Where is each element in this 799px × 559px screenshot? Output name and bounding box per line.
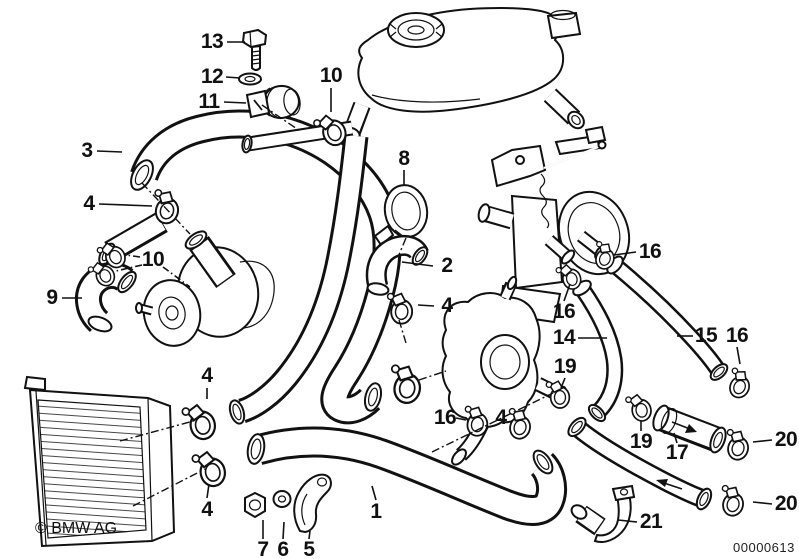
bracket-21 [570, 484, 636, 543]
holder-11 [245, 84, 301, 120]
washer-12 [238, 72, 262, 86]
hose-clamp [385, 362, 425, 407]
leader-line [617, 519, 638, 523]
leader-line [282, 521, 285, 540]
leader-line [206, 483, 210, 499]
filler-cap [387, 12, 445, 48]
hose-clamp [715, 483, 748, 519]
tank-to-radiator-hose [228, 134, 369, 425]
leader-line [560, 377, 566, 389]
tank-fitting [546, 9, 582, 40]
heater-hose-15 [606, 255, 729, 381]
leader-lines [62, 41, 773, 540]
leader-line [673, 432, 678, 444]
bolt-13 [241, 28, 268, 71]
thermostat-housing [441, 275, 567, 466]
hose-clamp [190, 448, 229, 491]
washer-6 [272, 490, 292, 508]
leader-line [563, 283, 571, 302]
leader-line [225, 76, 241, 79]
bracket-5 [293, 473, 332, 534]
leader-line [417, 304, 435, 307]
elbow-hose-9 [75, 261, 137, 333]
flow-arrow [656, 479, 683, 490]
tank-outlet-right [543, 88, 585, 130]
leader-line [736, 346, 741, 365]
leader-line [115, 264, 143, 272]
hose-clamp [721, 365, 756, 402]
leader-line [98, 203, 153, 207]
radiator [23, 375, 176, 548]
leader-line [752, 439, 773, 443]
leader-line [96, 150, 123, 153]
leader-line [752, 501, 773, 505]
diagram-number: 00000613 [733, 540, 795, 555]
leader-line [308, 530, 311, 540]
hose-clamp [624, 391, 654, 425]
heater-hose-14 [572, 279, 624, 423]
leader-line [223, 101, 247, 104]
leader-line [455, 417, 467, 421]
copyright-text: © BMW AG [35, 520, 118, 537]
leader-line [613, 251, 637, 256]
lower-radiator-hose-1 [246, 426, 568, 526]
leader-line [162, 266, 191, 288]
expansion-tank [341, 7, 585, 142]
heater-stub [544, 235, 576, 265]
nut-7 [244, 491, 266, 519]
flow-arrow [671, 421, 697, 433]
water-pump [135, 230, 275, 347]
construction-lines [119, 104, 554, 507]
leader-line [401, 261, 434, 267]
leader-line [125, 254, 141, 258]
leader-line [371, 485, 377, 501]
